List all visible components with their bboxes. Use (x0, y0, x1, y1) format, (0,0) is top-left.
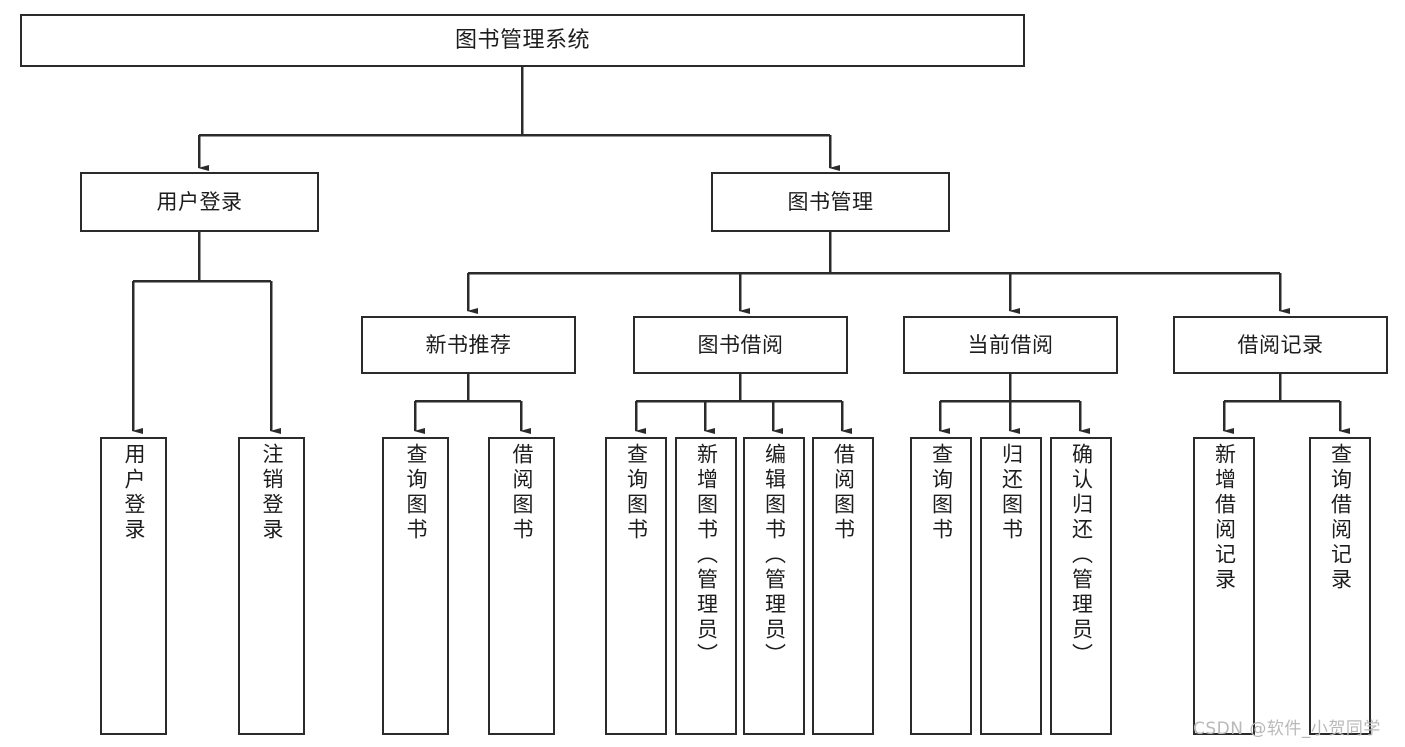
leaf-borrow-record-add-label: 新增借阅记录 (1212, 443, 1237, 593)
watermark: CSDN @软件_小贺同学 (1193, 719, 1381, 739)
leaf-borrow-record-query[interactable]: 查询借阅记录 (1309, 437, 1371, 735)
node-user-login-label: 用户登录 (156, 189, 243, 214)
node-book-management-label: 图书管理 (787, 189, 874, 214)
leaf-current-borrow-query-label: 查询图书 (929, 443, 954, 543)
leaf-user-login-login[interactable]: 用户登录 (100, 437, 167, 735)
leaf-book-borrow-borrow-label: 借阅图书 (831, 443, 856, 543)
node-root-label: 图书管理系统 (454, 27, 590, 53)
leaf-borrow-record-query-label: 查询借阅记录 (1328, 443, 1353, 593)
leaf-borrow-record-add[interactable]: 新增借阅记录 (1193, 437, 1255, 735)
leaf-new-book-borrow-label: 借阅图书 (510, 443, 534, 543)
node-book-management[interactable]: 图书管理 (711, 172, 950, 232)
leaf-new-book-query[interactable]: 查询图书 (382, 437, 449, 735)
leaf-current-borrow-return[interactable]: 归还图书 (980, 437, 1042, 735)
node-borrow-record-label: 借阅记录 (1237, 332, 1324, 357)
leaf-book-borrow-query-label: 查询图书 (624, 443, 649, 543)
node-new-book-recommend-label: 新书推荐 (425, 332, 512, 357)
node-borrow-record[interactable]: 借阅记录 (1173, 316, 1388, 374)
leaf-user-login-logout-label: 注销登录 (260, 443, 284, 543)
leaf-book-borrow-query[interactable]: 查询图书 (605, 437, 667, 735)
leaf-current-borrow-query[interactable]: 查询图书 (910, 437, 972, 735)
leaf-book-borrow-edit[interactable]: 编辑图书（管理员） (743, 437, 805, 735)
node-book-borrow[interactable]: 图书借阅 (633, 316, 848, 374)
leaf-book-borrow-add[interactable]: 新增图书（管理员） (675, 437, 737, 735)
leaf-user-login-login-label: 用户登录 (122, 443, 146, 543)
leaf-book-borrow-edit-label: 编辑图书（管理员） (762, 443, 787, 668)
leaf-user-login-logout[interactable]: 注销登录 (238, 437, 305, 735)
leaf-new-book-borrow[interactable]: 借阅图书 (488, 437, 555, 735)
node-user-login[interactable]: 用户登录 (80, 172, 319, 232)
leaf-book-borrow-add-label: 新增图书（管理员） (694, 443, 719, 668)
leaf-new-book-query-label: 查询图书 (404, 443, 428, 543)
node-new-book-recommend[interactable]: 新书推荐 (361, 316, 576, 374)
node-root[interactable]: 图书管理系统 (20, 14, 1025, 67)
node-current-borrow[interactable]: 当前借阅 (903, 316, 1118, 374)
leaf-current-borrow-confirm[interactable]: 确认归还（管理员） (1050, 437, 1112, 735)
leaf-current-borrow-return-label: 归还图书 (999, 443, 1024, 543)
node-book-borrow-label: 图书借阅 (697, 332, 784, 357)
leaf-current-borrow-confirm-label: 确认归还（管理员） (1069, 443, 1094, 668)
node-current-borrow-label: 当前借阅 (967, 332, 1054, 357)
leaf-book-borrow-borrow[interactable]: 借阅图书 (812, 437, 874, 735)
